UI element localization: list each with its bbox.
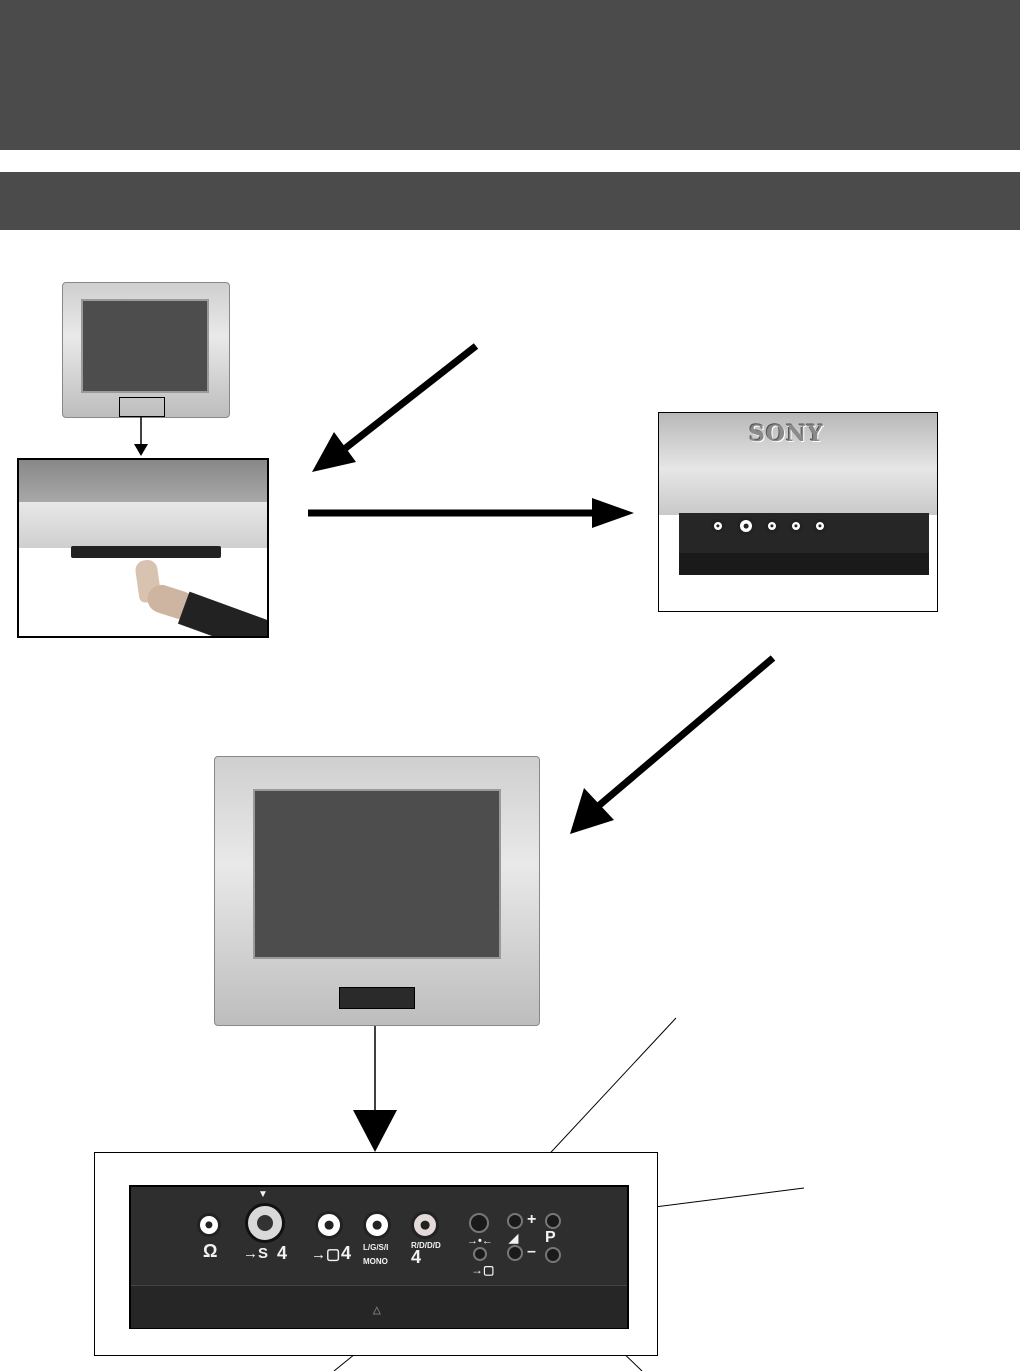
open-panel-photo: SONY [658, 412, 938, 612]
headphone-jack [197, 1213, 221, 1237]
audio-left-label: L/G/S/I [363, 1243, 389, 1252]
volume-down-button[interactable] [507, 1245, 523, 1261]
tv-large-photo [214, 756, 540, 1026]
input-select-button[interactable] [473, 1247, 487, 1261]
sony-logo: SONY [749, 421, 824, 447]
header-band [0, 0, 1020, 150]
audio-left-jack [363, 1211, 391, 1239]
sleeve [177, 591, 267, 636]
tv-small-highlight-box [119, 397, 165, 417]
volume-up-button[interactable] [507, 1213, 523, 1229]
arrow-small-down-head [134, 444, 148, 456]
section-band [0, 172, 1020, 230]
video-number: 4 [341, 1243, 352, 1263]
audio-right-label: R/D/D/D [411, 1241, 441, 1250]
mini-video-jack [765, 519, 779, 533]
eject-triangle-icon: △ [373, 1305, 381, 1316]
program-up-button[interactable] [545, 1213, 561, 1229]
tv-large-highlight-box [339, 987, 415, 1009]
av-toggle-button[interactable] [469, 1213, 489, 1233]
program-label: P [545, 1229, 556, 1246]
minus-sign: – [527, 1243, 536, 1260]
svideo-input-icon: →S [243, 1245, 269, 1262]
program-down-button[interactable] [545, 1247, 561, 1263]
input-select-icon: →▢ [471, 1263, 495, 1277]
audio-number: 4 [411, 1247, 422, 1267]
bezel [659, 413, 937, 515]
audio-right-jack [411, 1211, 439, 1239]
mini-svideo-jack [737, 517, 755, 535]
bezel-top [19, 460, 267, 502]
front-panel-body: Ω ▼ →S 4 →▢ 4 L/G/S/I MONO 4 R/D/D/D →•←… [129, 1185, 629, 1329]
arrow-diag-2 [593, 655, 776, 811]
tv-small-screen [81, 299, 209, 393]
arrow-big-down-head [353, 1110, 397, 1152]
volume-icon: ◢ [509, 1231, 519, 1245]
arrow-diag-2-head [570, 788, 614, 834]
av-toggle-icon: →•← [467, 1235, 493, 1247]
door-open-photo [17, 458, 269, 638]
tv-small-photo [62, 282, 230, 418]
mini-headphone-jack [711, 519, 725, 533]
video-input-icon: →▢ [311, 1246, 341, 1263]
door-slot [71, 546, 221, 558]
arrow-horizontal-head [592, 498, 634, 528]
bezel-face [19, 502, 267, 548]
mini-audio-r-jack [813, 519, 827, 533]
headphone-icon: Ω [203, 1241, 218, 1261]
front-panel-diagram: Ω ▼ →S 4 →▢ 4 L/G/S/I MONO 4 R/D/D/D →•←… [94, 1152, 658, 1356]
plus-sign: + [527, 1211, 537, 1228]
video-jack [315, 1211, 343, 1239]
arrow-diag-1-head [312, 432, 356, 472]
tv-large-screen [253, 789, 501, 959]
audio-mono-label: MONO [363, 1257, 388, 1266]
svideo-jack [245, 1203, 285, 1243]
svideo-triangle-icon: ▼ [258, 1189, 268, 1200]
arrow-diag-1 [335, 343, 479, 457]
mini-audio-l-jack [789, 519, 803, 533]
panel-lower [679, 553, 929, 575]
panel-bottom-strip [131, 1285, 627, 1328]
svideo-number: 4 [277, 1243, 288, 1263]
